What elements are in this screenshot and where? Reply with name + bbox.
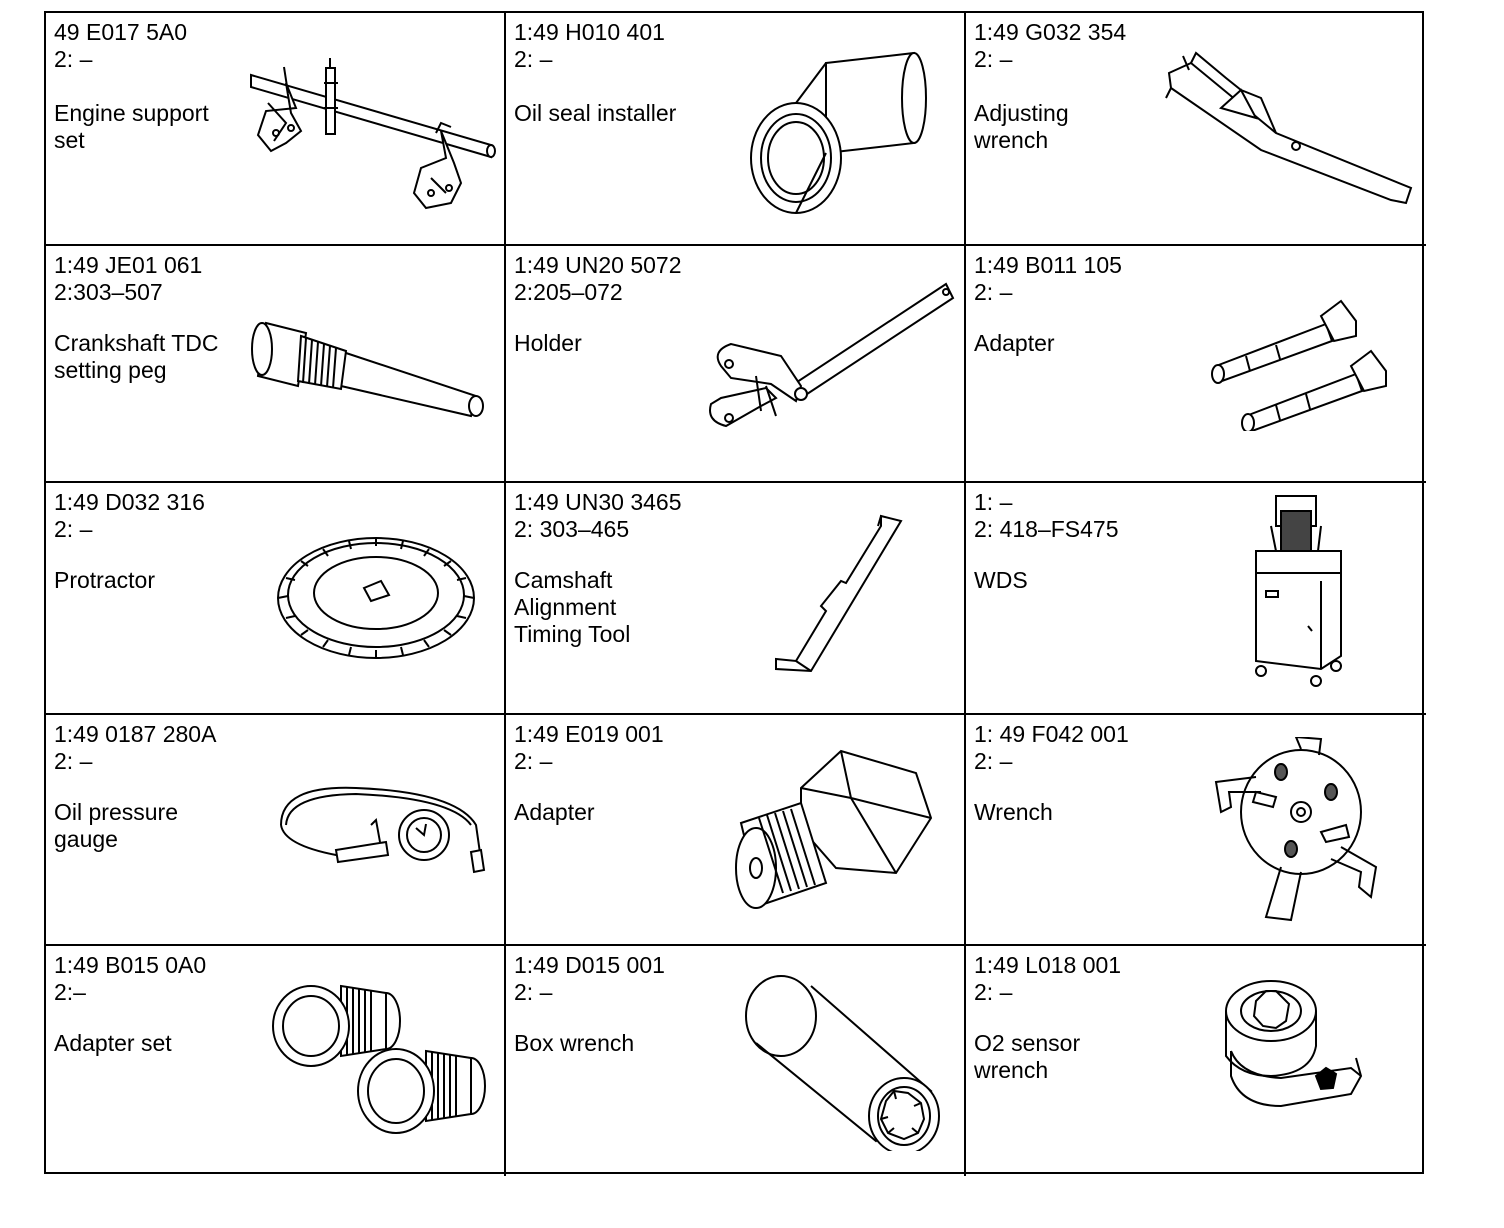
- tool-name: Adapter set: [54, 1030, 172, 1056]
- tool-part-numbers: 1:49 E019 001 2: –: [514, 721, 664, 775]
- alt-number: 2: 418–FS475: [974, 516, 1119, 542]
- tool-name: Box wrench: [514, 1030, 635, 1056]
- tool-part-numbers: 49 E017 5A0 2: –: [54, 19, 187, 73]
- alt-number: 2: –: [974, 748, 1013, 774]
- tool-cell-engine-support-set: 49 E017 5A0 2: – Engine support set: [46, 13, 506, 246]
- holder-illustration: [701, 276, 961, 451]
- tool-name: WDS: [974, 567, 1028, 593]
- tool-name: Adapter: [974, 330, 1055, 356]
- adapter-set-illustration: [271, 971, 491, 1141]
- part-number: 1:49 B011 105: [974, 252, 1122, 278]
- tool-part-numbers: 1:49 UN30 3465 2: 303–465: [514, 489, 682, 543]
- part-number: 1:49 JE01 061: [54, 252, 203, 278]
- part-number: 1:49 UN20 5072: [514, 252, 682, 278]
- part-number: 1:49 UN30 3465: [514, 489, 682, 515]
- tool-cell-crankshaft-tdc-setting-peg: 1:49 JE01 061 2:303–507 Crankshaft TDC s…: [46, 246, 506, 483]
- tool-cell-threaded-adapter: 1:49 E019 001 2: – Adapter: [506, 715, 966, 946]
- tool-part-numbers: 1: – 2: 418–FS475: [974, 489, 1119, 543]
- tool-name: Holder: [514, 330, 582, 356]
- tool-cell-adapter-set: 1:49 B015 0A0 2:– Adapter set: [46, 946, 506, 1176]
- tool-name: Crankshaft TDC setting peg: [54, 330, 219, 383]
- oil-seal-installer-illustration: [746, 43, 946, 218]
- part-number: 1:49 D032 316: [54, 489, 205, 515]
- tool-cell-three-leg-wrench: 1: 49 F042 001 2: – Wrench: [966, 715, 1426, 946]
- part-number: 1: 49 F042 001: [974, 721, 1129, 747]
- alt-number: 2: 303–465: [514, 516, 630, 542]
- wds-cart-illustration: [1246, 491, 1351, 691]
- alt-number: 2: –: [974, 46, 1013, 72]
- crankshaft-tdc-peg-illustration: [246, 311, 496, 421]
- tool-part-numbers: 1:49 0187 280A 2: –: [54, 721, 216, 775]
- tool-cell-o2-sensor-wrench: 1:49 L018 001 2: – O2 sensor wrench: [966, 946, 1426, 1176]
- tool-cell-adapter-pins: 1:49 B011 105 2: – Adapter: [966, 246, 1426, 483]
- tool-name: Wrench: [974, 799, 1053, 825]
- tool-name: O2 sensor wrench: [974, 1030, 1081, 1083]
- tool-part-numbers: 1:49 JE01 061 2:303–507: [54, 252, 202, 306]
- adapter-pins-illustration: [1206, 296, 1396, 431]
- tool-part-numbers: 1:49 B011 105 2: –: [974, 252, 1122, 306]
- part-number: 1: –: [974, 489, 1013, 515]
- tool-cell-oil-pressure-gauge: 1:49 0187 280A 2: – Oil pressure gauge: [46, 715, 506, 946]
- part-number: 1:49 L018 001: [974, 952, 1122, 978]
- three-leg-wrench-illustration: [1201, 737, 1401, 922]
- alt-number: 2:303–507: [54, 279, 163, 305]
- tool-part-numbers: 1:49 UN20 5072 2:205–072: [514, 252, 682, 306]
- tool-cell-box-wrench: 1:49 D015 001 2: – Box wrench: [506, 946, 966, 1176]
- alt-number: 2: –: [974, 979, 1013, 1005]
- tool-cell-protractor: 1:49 D032 316 2: – Protractor: [46, 483, 506, 715]
- alt-number: 2: –: [974, 279, 1013, 305]
- alt-number: 2: –: [54, 46, 93, 72]
- alt-number: 2: –: [54, 516, 93, 542]
- part-number: 1:49 0187 280A: [54, 721, 217, 747]
- part-number: 1:49 B015 0A0: [54, 952, 207, 978]
- tool-part-numbers: 1:49 H010 401 2: –: [514, 19, 665, 73]
- alt-number: 2: –: [514, 46, 553, 72]
- tool-part-numbers: 1:49 D015 001 2: –: [514, 952, 665, 1006]
- o2-sensor-wrench-illustration: [1221, 976, 1371, 1126]
- tool-name: Engine support set: [54, 100, 209, 153]
- tool-part-numbers: 1:49 G032 354 2: –: [974, 19, 1126, 73]
- part-number: 1:49 E019 001: [514, 721, 664, 747]
- box-wrench-illustration: [736, 971, 946, 1151]
- tool-cell-holder: 1:49 UN20 5072 2:205–072 Holder: [506, 246, 966, 483]
- tool-cell-adjusting-wrench: 1:49 G032 354 2: – Adjusting wrench: [966, 13, 1426, 246]
- oil-pressure-gauge-illustration: [276, 780, 491, 880]
- engine-support-set-illustration: [246, 53, 504, 213]
- special-tools-table: 49 E017 5A0 2: – Engine support set 1:49…: [44, 11, 1426, 1176]
- threaded-adapter-illustration: [731, 743, 941, 913]
- alt-number: 2:205–072: [514, 279, 623, 305]
- part-number: 1:49 D015 001: [514, 952, 665, 978]
- tool-name: Adapter: [514, 799, 595, 825]
- tool-name: Adjusting wrench: [974, 100, 1069, 153]
- tool-part-numbers: 1: 49 F042 001 2: –: [974, 721, 1129, 775]
- tool-cell-camshaft-alignment-timing-tool: 1:49 UN30 3465 2: 303–465 Camshaft Align…: [506, 483, 966, 715]
- tool-cell-wds: 1: – 2: 418–FS475 WDS: [966, 483, 1426, 715]
- part-number: 1:49 G032 354: [974, 19, 1127, 45]
- tool-part-numbers: 1:49 D032 316 2: –: [54, 489, 205, 543]
- part-number: 1:49 H010 401: [514, 19, 665, 45]
- adjusting-wrench-illustration: [1161, 48, 1421, 208]
- tool-cell-oil-seal-installer: 1:49 H010 401 2: – Oil seal installer: [506, 13, 966, 246]
- tool-name: Protractor: [54, 567, 155, 593]
- alt-number: 2:–: [54, 979, 86, 1005]
- camshaft-timing-tool-illustration: [766, 511, 916, 676]
- part-number: 49 E017 5A0: [54, 19, 188, 45]
- tool-name: Oil seal installer: [514, 100, 677, 126]
- tool-part-numbers: 1:49 B015 0A0 2:–: [54, 952, 206, 1006]
- tool-name: Oil pressure gauge: [54, 799, 178, 852]
- alt-number: 2: –: [514, 748, 553, 774]
- tool-name: Camshaft Alignment Timing Tool: [514, 567, 631, 647]
- alt-number: 2: –: [54, 748, 93, 774]
- tool-part-numbers: 1:49 L018 001 2: –: [974, 952, 1121, 1006]
- protractor-illustration: [271, 533, 481, 663]
- alt-number: 2: –: [514, 979, 553, 1005]
